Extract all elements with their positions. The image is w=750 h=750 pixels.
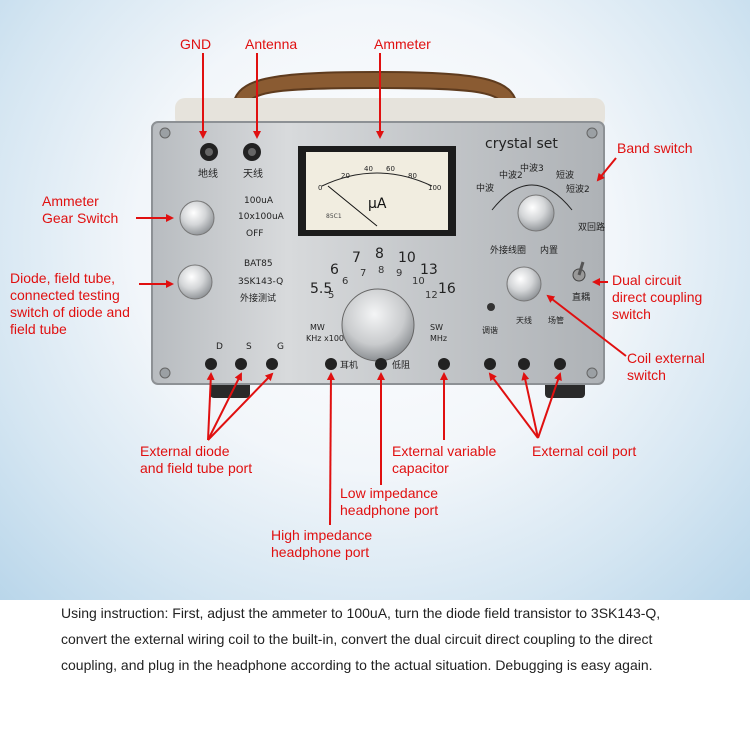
gnd-terminal xyxy=(200,143,218,161)
svg-text:100: 100 xyxy=(428,184,441,192)
port-s-text: S xyxy=(246,342,252,352)
crystal-set-photo: 地线 天线 0 20 40 60 80 100 μA 85C1 crystal … xyxy=(136,53,627,526)
label-high-impedance: High impedance headphone port xyxy=(271,527,373,560)
svg-text:60: 60 xyxy=(386,165,395,173)
label-external-diode: External diode and field tube port xyxy=(140,443,253,476)
dual-cn-text: 双回路 xyxy=(578,221,605,233)
svg-text:12: 12 xyxy=(425,290,438,301)
case-back xyxy=(175,98,605,128)
label-band-switch: Band switch xyxy=(617,140,693,156)
port-g-text: G xyxy=(277,342,284,352)
usage-instruction: Using instruction: First, adjust the amm… xyxy=(61,605,661,673)
khz-text: KHz x100 xyxy=(306,334,344,343)
label-gnd: GND xyxy=(180,36,212,52)
svg-text:8: 8 xyxy=(378,265,384,276)
svg-text:0: 0 xyxy=(318,184,322,192)
coil-switch-knob xyxy=(506,266,542,302)
label-dual-circuit: Dual circuit direct coupling switch xyxy=(612,272,703,322)
low-cn-text: 低阻 xyxy=(392,359,410,371)
band-mw3-text: 中波3 xyxy=(520,162,544,174)
front-panel xyxy=(151,121,605,385)
coil-ext-text: 外接线圈 xyxy=(490,244,526,256)
label-external-variable-capacitor: External variable capacitor xyxy=(392,443,497,476)
ammeter-model: 85C1 xyxy=(326,213,342,220)
label-ammeter-gear: Ammeter Gear Switch xyxy=(42,193,119,226)
variable-cap-port xyxy=(438,358,450,370)
label-coil-external: Coil external switch xyxy=(627,350,705,383)
diode-bat-text: BAT85 xyxy=(244,259,273,269)
ammeter-scale-arc xyxy=(321,172,433,187)
coil-int-text: 内置 xyxy=(540,244,558,256)
ammeter-face xyxy=(306,152,448,230)
tuning-knob xyxy=(341,288,415,362)
coil-ports xyxy=(484,358,566,370)
port-d-text: D xyxy=(216,342,223,352)
svg-text:10: 10 xyxy=(398,250,416,266)
ant-cn-text: 天线 xyxy=(243,167,263,180)
mw-text: MW xyxy=(310,323,325,332)
coil-small-terminal xyxy=(487,303,495,311)
gear-off-text: OFF xyxy=(246,229,263,239)
svg-text:7: 7 xyxy=(360,268,366,279)
svg-text:9: 9 xyxy=(396,268,402,279)
mhz-text: MHz xyxy=(430,334,447,343)
panel-screws xyxy=(159,127,598,379)
label-low-impedance: Low impedance headphone port xyxy=(340,485,439,518)
dial-inner-scale: 5 6 7 8 9 10 12 xyxy=(328,265,438,301)
earphone-cn-text: 耳机 xyxy=(340,359,358,371)
tune-cn-text: 调谐 xyxy=(482,325,498,335)
band-sw-text: 短波 xyxy=(556,169,574,181)
band-mw2-text: 中波2 xyxy=(499,169,523,181)
band-scale-arc xyxy=(491,184,573,211)
svg-text:20: 20 xyxy=(341,172,350,180)
label-ammeter: Ammeter xyxy=(374,36,431,52)
gear-100-text: 100uA xyxy=(244,196,274,206)
dial-outer-scale: 5.5 6 7 8 10 13 16 xyxy=(310,246,456,297)
headphone-ports xyxy=(325,358,387,370)
label-antenna: Antenna xyxy=(245,36,298,52)
svg-text:8: 8 xyxy=(375,246,384,262)
ammeter-needle xyxy=(327,185,378,227)
svg-text:80: 80 xyxy=(408,172,417,180)
svg-text:7: 7 xyxy=(352,250,361,266)
ammeter-gear-knob xyxy=(179,200,215,236)
svg-text:6: 6 xyxy=(330,262,339,278)
svg-text:16: 16 xyxy=(438,281,456,297)
label-external-coil: External coil port xyxy=(532,443,637,459)
svg-text:40: 40 xyxy=(364,165,373,173)
svg-text:10: 10 xyxy=(412,276,425,287)
band-sw2-text: 短波2 xyxy=(566,183,590,195)
svg-text:5: 5 xyxy=(328,290,334,301)
band-mw-text: 中波 xyxy=(476,182,494,194)
ammeter-scale-labels: 0 20 40 60 80 100 xyxy=(318,165,441,192)
svg-text:6: 6 xyxy=(342,276,348,287)
diode-3sk-text: 3SK143-Q xyxy=(238,277,283,287)
gear-10x-text: 10x100uA xyxy=(238,212,285,222)
diode-switch-knob xyxy=(177,264,213,300)
diode-fet-ports xyxy=(205,358,278,370)
field-cn-text: 场管 xyxy=(548,315,564,325)
panel-title: crystal set xyxy=(485,136,558,152)
antenna-terminal xyxy=(243,143,261,161)
sw-text: SW xyxy=(430,323,443,332)
gnd-cn-text: 地线 xyxy=(198,167,218,180)
ant-coil-cn-text: 天线 xyxy=(516,315,532,325)
direct-cn-text: 直耦 xyxy=(572,291,590,303)
annotation-arrows xyxy=(136,53,627,526)
band-switch-knob xyxy=(517,194,555,232)
svg-text:5.5: 5.5 xyxy=(310,281,332,297)
diode-ext-text: 外接测试 xyxy=(240,292,276,304)
svg-text:双回路: 双回路 xyxy=(578,221,605,233)
svg-text:13: 13 xyxy=(420,262,438,278)
label-diode-switch: Diode, field tube, connected testing swi… xyxy=(10,270,130,337)
ammeter-unit: μA xyxy=(368,196,387,212)
